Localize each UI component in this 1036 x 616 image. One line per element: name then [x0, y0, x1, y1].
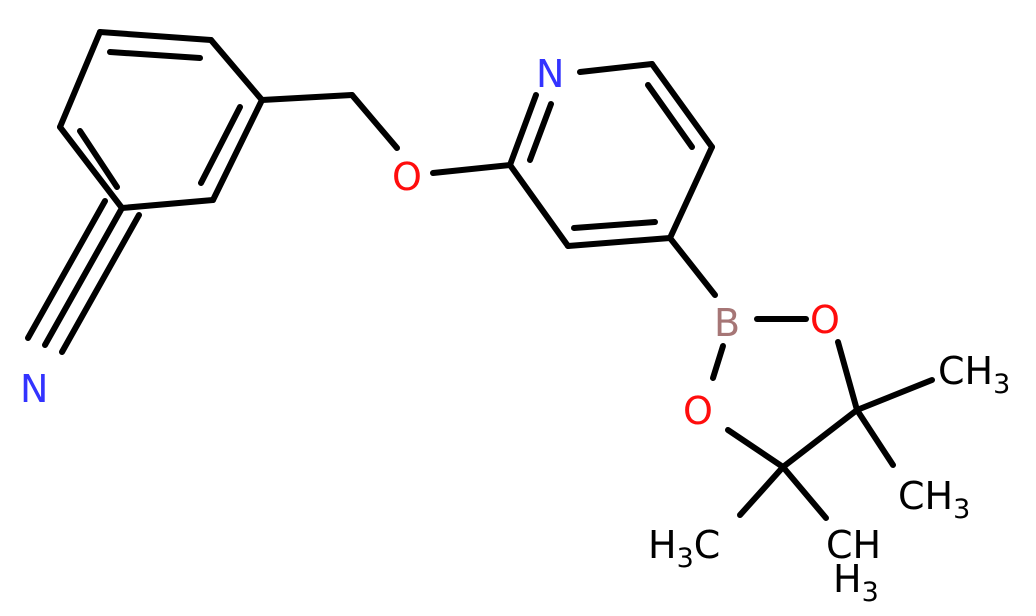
bond	[854, 377, 935, 413]
bond	[710, 343, 726, 381]
bond	[667, 144, 715, 241]
bond	[565, 235, 673, 249]
double-bond-inner	[645, 82, 695, 150]
methyl-prefix-text: H	[648, 523, 677, 567]
bond	[737, 464, 786, 518]
methyl-subscript: 3	[993, 369, 1010, 400]
dioxaborolane-ring: O O	[683, 298, 860, 470]
bond	[835, 339, 860, 413]
double-bond-inner	[107, 49, 203, 61]
double-bond-inner	[527, 101, 554, 163]
bond	[349, 92, 400, 151]
bond	[57, 124, 125, 211]
bond	[854, 407, 896, 468]
bond	[119, 197, 216, 211]
methyl-subscript: 3	[953, 494, 970, 525]
boron-label: B	[714, 301, 740, 345]
double-bond-inner	[77, 128, 120, 190]
double-bond-inner	[571, 219, 658, 231]
nitrile-group	[25, 198, 142, 355]
methyl-suffix-text: C	[694, 523, 721, 567]
triple-bond	[59, 212, 142, 355]
ring-oxygen-left-label: O	[683, 389, 713, 433]
methyl-main-text: CH	[898, 474, 953, 518]
bond	[259, 92, 355, 103]
triple-bond	[42, 205, 125, 348]
bond	[507, 92, 539, 168]
bond	[780, 407, 860, 470]
methyl-label: CH3	[938, 349, 1010, 400]
benzene-ring	[57, 29, 265, 211]
pyridine-nitrogen-label: N	[536, 52, 564, 96]
pyridine-ring	[507, 61, 715, 249]
methyl-main-text: CH	[826, 523, 881, 567]
methyl-label: H3C	[648, 523, 720, 574]
methyl-label: CH3	[898, 474, 970, 525]
bond	[577, 61, 655, 75]
bond	[725, 427, 786, 470]
double-bond-inner	[198, 104, 243, 186]
methyl-main-text: CH	[938, 349, 993, 393]
ether-oxygen-label: O	[392, 155, 422, 199]
bond	[57, 29, 103, 130]
nitrile-nitrogen-label: N	[20, 367, 48, 411]
methyl-subscript: 3	[862, 577, 879, 608]
bond	[507, 162, 571, 249]
bond	[780, 464, 829, 521]
methyl-label: CH	[826, 523, 881, 567]
methyl-subscript: 3	[677, 543, 694, 574]
triple-bond	[25, 198, 108, 341]
bond	[430, 162, 513, 176]
methyl-main-text: H	[833, 557, 862, 601]
bond	[649, 61, 715, 150]
bond	[210, 97, 265, 203]
bond	[667, 235, 718, 298]
ring-oxygen-right-label: O	[810, 298, 840, 342]
bond	[97, 29, 214, 43]
bond	[208, 37, 265, 103]
methyl-label-subscript-line: H3	[833, 557, 879, 608]
